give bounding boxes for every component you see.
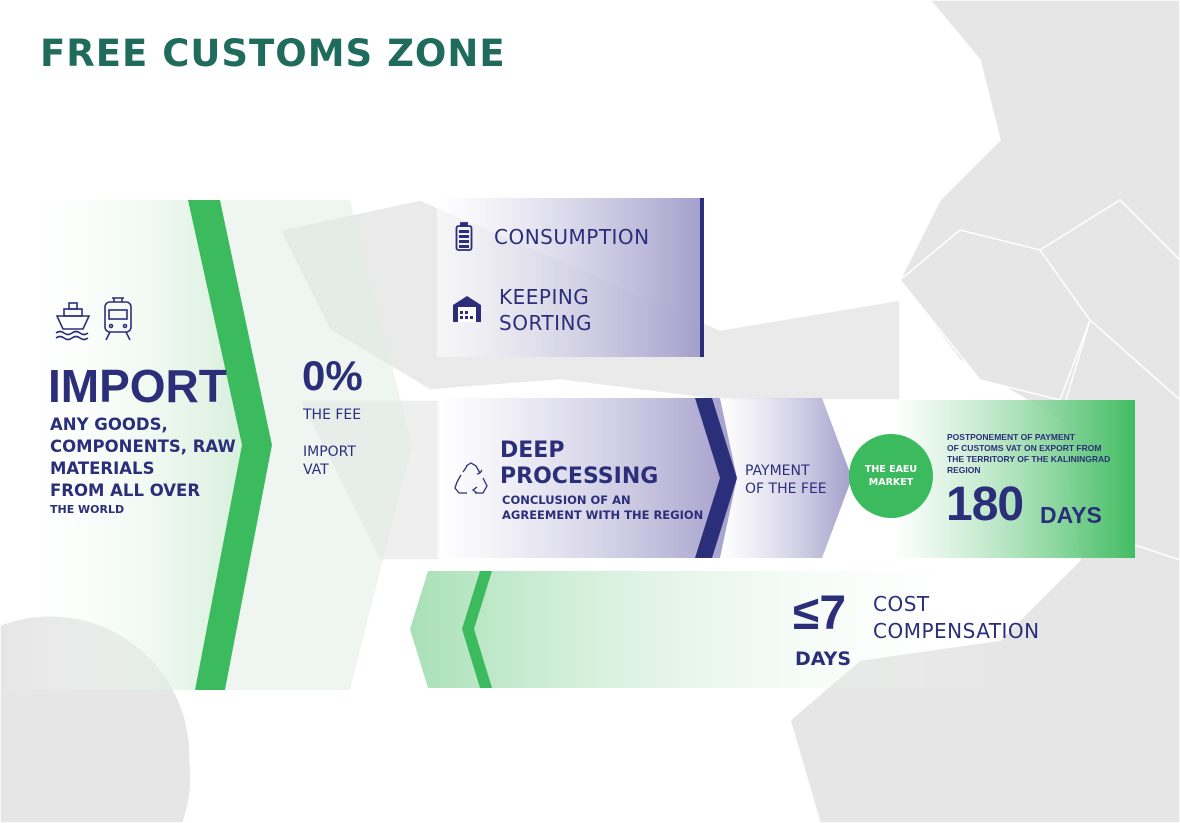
sorting-label: SORTING: [499, 311, 592, 335]
eaeu-market-badge: THE EAEU MARKET: [849, 434, 933, 518]
storage-box-border: [700, 198, 704, 357]
compensation-line: COST: [873, 592, 930, 616]
vat-line: VAT: [303, 462, 329, 478]
postponement-value: 180: [946, 478, 1024, 531]
vat-line: IMPORT: [303, 444, 356, 460]
postponement-text: POSTPONEMENT OF PAYMENT OF CUSTOMS VAT O…: [947, 432, 1110, 476]
page-title: FREE CUSTOMS ZONE: [40, 32, 506, 75]
storage-box: [437, 198, 703, 357]
ship-icon: [55, 302, 91, 341]
processing-title: DEEP PROCESSING: [500, 438, 658, 490]
import-line: ANY GOODS,: [50, 415, 168, 434]
import-line: MATERIALS: [50, 459, 155, 478]
postponement-line: REGION: [947, 465, 981, 475]
postponement-box: [893, 400, 1135, 558]
import-description: ANY GOODS, COMPONENTS, RAW MATERIALS FRO…: [50, 414, 236, 502]
battery-icon: [455, 222, 473, 251]
fee-panel: [220, 200, 412, 690]
processing-title-line: PROCESSING: [500, 464, 659, 489]
import-line: FROM ALL OVER: [50, 481, 201, 500]
compensation-unit: DAYS: [795, 648, 852, 670]
payment-line: OF THE FEE: [745, 481, 827, 497]
compensation-chevron: [462, 571, 492, 688]
import-line: COMPONENTS, RAW: [50, 437, 236, 456]
import-panel: [0, 200, 272, 690]
consumption-label: CONSUMPTION: [494, 225, 650, 249]
postponement-unit: DAYS: [1040, 502, 1102, 528]
fee-value: 0%: [302, 352, 363, 399]
processing-subtitle: CONCLUSION OF AN AGREEMENT WITH THE REGI…: [502, 493, 703, 523]
compensation-label: COST COMPENSATION: [873, 591, 1040, 645]
navy-chevron: [695, 398, 737, 558]
postponement-line: POSTPONEMENT OF PAYMENT: [947, 432, 1075, 442]
green-chevron: [188, 200, 272, 690]
vat-label: IMPORT VAT: [303, 443, 356, 479]
processing-title-line: DEEP: [500, 438, 565, 463]
fee-label: THE FEE: [303, 407, 362, 423]
keeping-sorting-label: KEEPING SORTING: [499, 284, 592, 336]
payment-line: PAYMENT: [745, 463, 810, 479]
compensation-line: COMPENSATION: [873, 619, 1040, 643]
warehouse-icon: [453, 296, 481, 322]
recycle-icon: [454, 462, 488, 494]
postponement-line: THE TERRITORY OF THE KALININGRAD: [947, 454, 1111, 464]
processing-sub-line: CONCLUSION OF AN: [502, 493, 631, 507]
market-line: THE EAEU: [864, 464, 918, 475]
postponement-line: OF CUSTOMS VAT ON EXPORT FROM: [947, 443, 1102, 453]
compensation-arrow: [410, 571, 1000, 688]
payment-label: PAYMENT OF THE FEE: [745, 462, 827, 498]
keeping-label: KEEPING: [499, 285, 590, 309]
processing-box: [437, 398, 737, 558]
compensation-value: ≤7: [793, 587, 847, 640]
payment-box: [720, 398, 852, 558]
market-line: MARKET: [868, 477, 914, 488]
train-icon: [104, 297, 132, 341]
import-heading: IMPORT: [48, 360, 227, 412]
processing-sub-line: AGREEMENT WITH THE REGION: [502, 508, 704, 522]
import-world: THE WORLD: [50, 503, 125, 516]
